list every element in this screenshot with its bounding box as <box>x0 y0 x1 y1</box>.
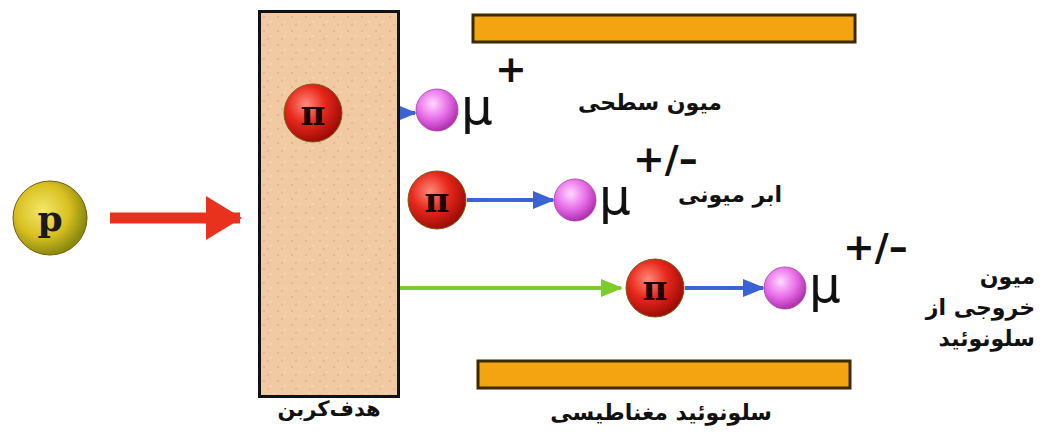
pion-symbol: π <box>301 96 326 130</box>
carbon-target: هدف‌کربنπ <box>258 10 400 398</box>
decay-arrow <box>685 286 763 290</box>
muon-label: میون خروجی از سلونوئید <box>895 262 1035 354</box>
muon-symbol: μ <box>809 260 841 310</box>
solenoid-label: سلونوئید مغناطیسی <box>532 398 772 429</box>
pion-circle: π <box>283 83 343 143</box>
decay-arrow <box>467 198 553 202</box>
muon-ball: μ+ <box>415 80 540 140</box>
charge-sign: +/– <box>633 140 698 178</box>
pion-symbol: π <box>643 271 668 305</box>
muon-label: میون سطحی <box>552 88 722 119</box>
muon-symbol: μ <box>461 82 493 132</box>
target-texture <box>261 13 397 395</box>
muon-ball: μ+/– <box>763 258 903 318</box>
target-label: هدف‌کربن <box>277 397 380 421</box>
solenoid-bar <box>473 15 855 42</box>
particle-symbol: p <box>37 200 62 236</box>
charge-sign: +/– <box>843 228 908 266</box>
pion-symbol: π <box>425 183 450 217</box>
charge-sign: + <box>495 50 527 88</box>
proton-circle: p <box>12 180 88 256</box>
solenoid-bar <box>478 361 850 388</box>
muon-symbol: μ <box>599 172 631 222</box>
pion-circle: π <box>625 258 685 318</box>
muon-ball: μ+/– <box>553 170 693 230</box>
proton-beam-arrow <box>110 213 240 224</box>
pion-circle: π <box>407 170 467 230</box>
muon-label: ابر میونی <box>662 180 782 211</box>
